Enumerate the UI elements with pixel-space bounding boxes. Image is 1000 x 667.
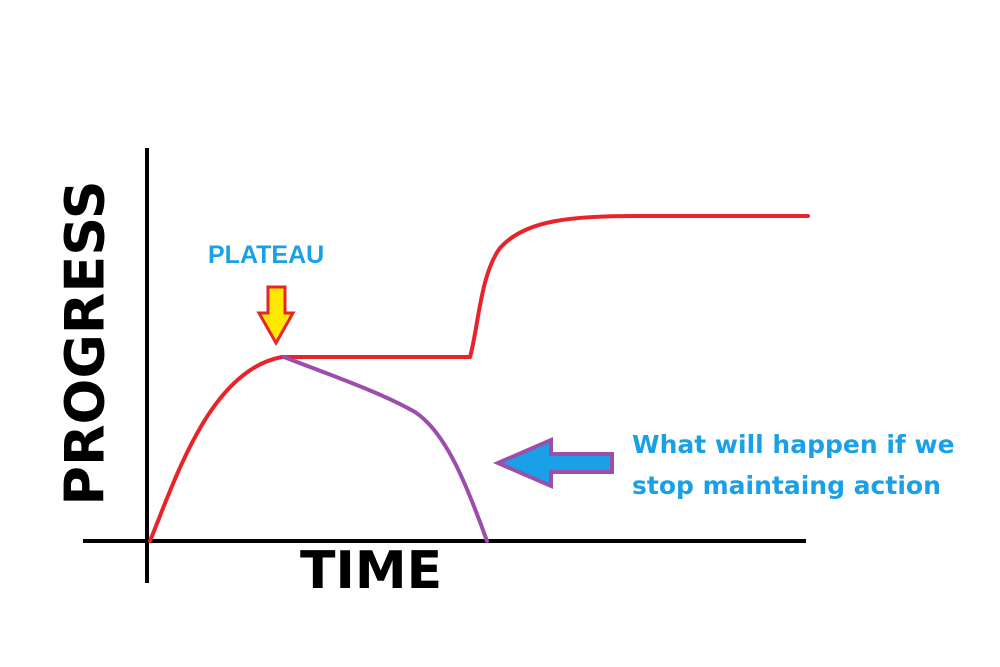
callout-text: What will happen if we stop maintaing ac… (632, 424, 955, 506)
y-axis-label: PROGRESS (53, 180, 117, 506)
down-arrow-icon (256, 285, 296, 347)
left-arrow-icon (492, 436, 614, 490)
progress-curve (148, 214, 810, 543)
x-axis-label: TIME (300, 541, 443, 601)
callout-line: stop maintaing action (632, 471, 941, 500)
decline-curve (282, 355, 489, 543)
callout-line: What will happen if we (632, 430, 955, 459)
plateau-label: PLATEAU (208, 241, 325, 269)
